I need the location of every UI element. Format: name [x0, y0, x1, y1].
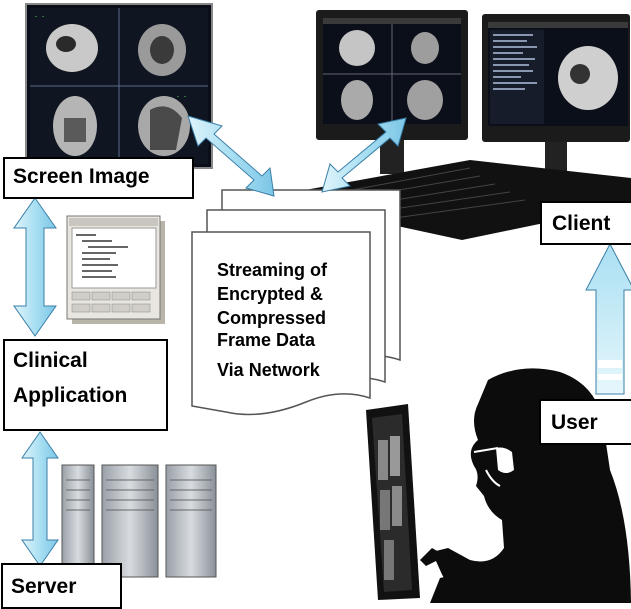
svg-text:- -: - -	[176, 93, 187, 100]
screen-image-montage: - - - -	[25, 3, 213, 169]
stream-line1: Streaming of	[217, 260, 328, 280]
arrow-user-client	[585, 242, 631, 395]
client-text: Client	[552, 212, 611, 235]
svg-text:- -: - -	[34, 13, 45, 20]
clinical-line2: Application	[13, 384, 128, 407]
arrow-clinical-server	[21, 431, 59, 567]
stream-line4: Frame Data	[217, 330, 316, 350]
stream-caption: Streaming of Encrypted & Compressed Fram…	[217, 258, 367, 382]
arrow-stream-client	[321, 117, 407, 193]
screen-image-text: Screen Image	[13, 165, 150, 188]
client-monitor-left	[316, 10, 468, 174]
client-monitor-right	[482, 14, 630, 172]
clinical-application-label: Clinical Application	[3, 339, 168, 431]
screen-image-label: Screen Image	[3, 157, 194, 199]
stream-line2: Encrypted &	[217, 284, 324, 304]
client-label: Client	[540, 201, 631, 245]
arrow-screen-stream	[187, 115, 275, 197]
stream-line5: Via Network	[217, 360, 320, 380]
user-text: User	[551, 411, 598, 434]
user-label: User	[539, 399, 631, 445]
clinical-application-dialog	[66, 215, 165, 324]
stream-document-stack	[191, 189, 401, 416]
arrow-screen-clinical	[13, 197, 57, 337]
server-towers	[61, 464, 217, 578]
stream-line3: Compressed	[217, 308, 327, 328]
server-text: Server	[11, 575, 77, 598]
clinical-line1: Clinical	[13, 349, 88, 372]
server-label: Server	[1, 563, 122, 609]
